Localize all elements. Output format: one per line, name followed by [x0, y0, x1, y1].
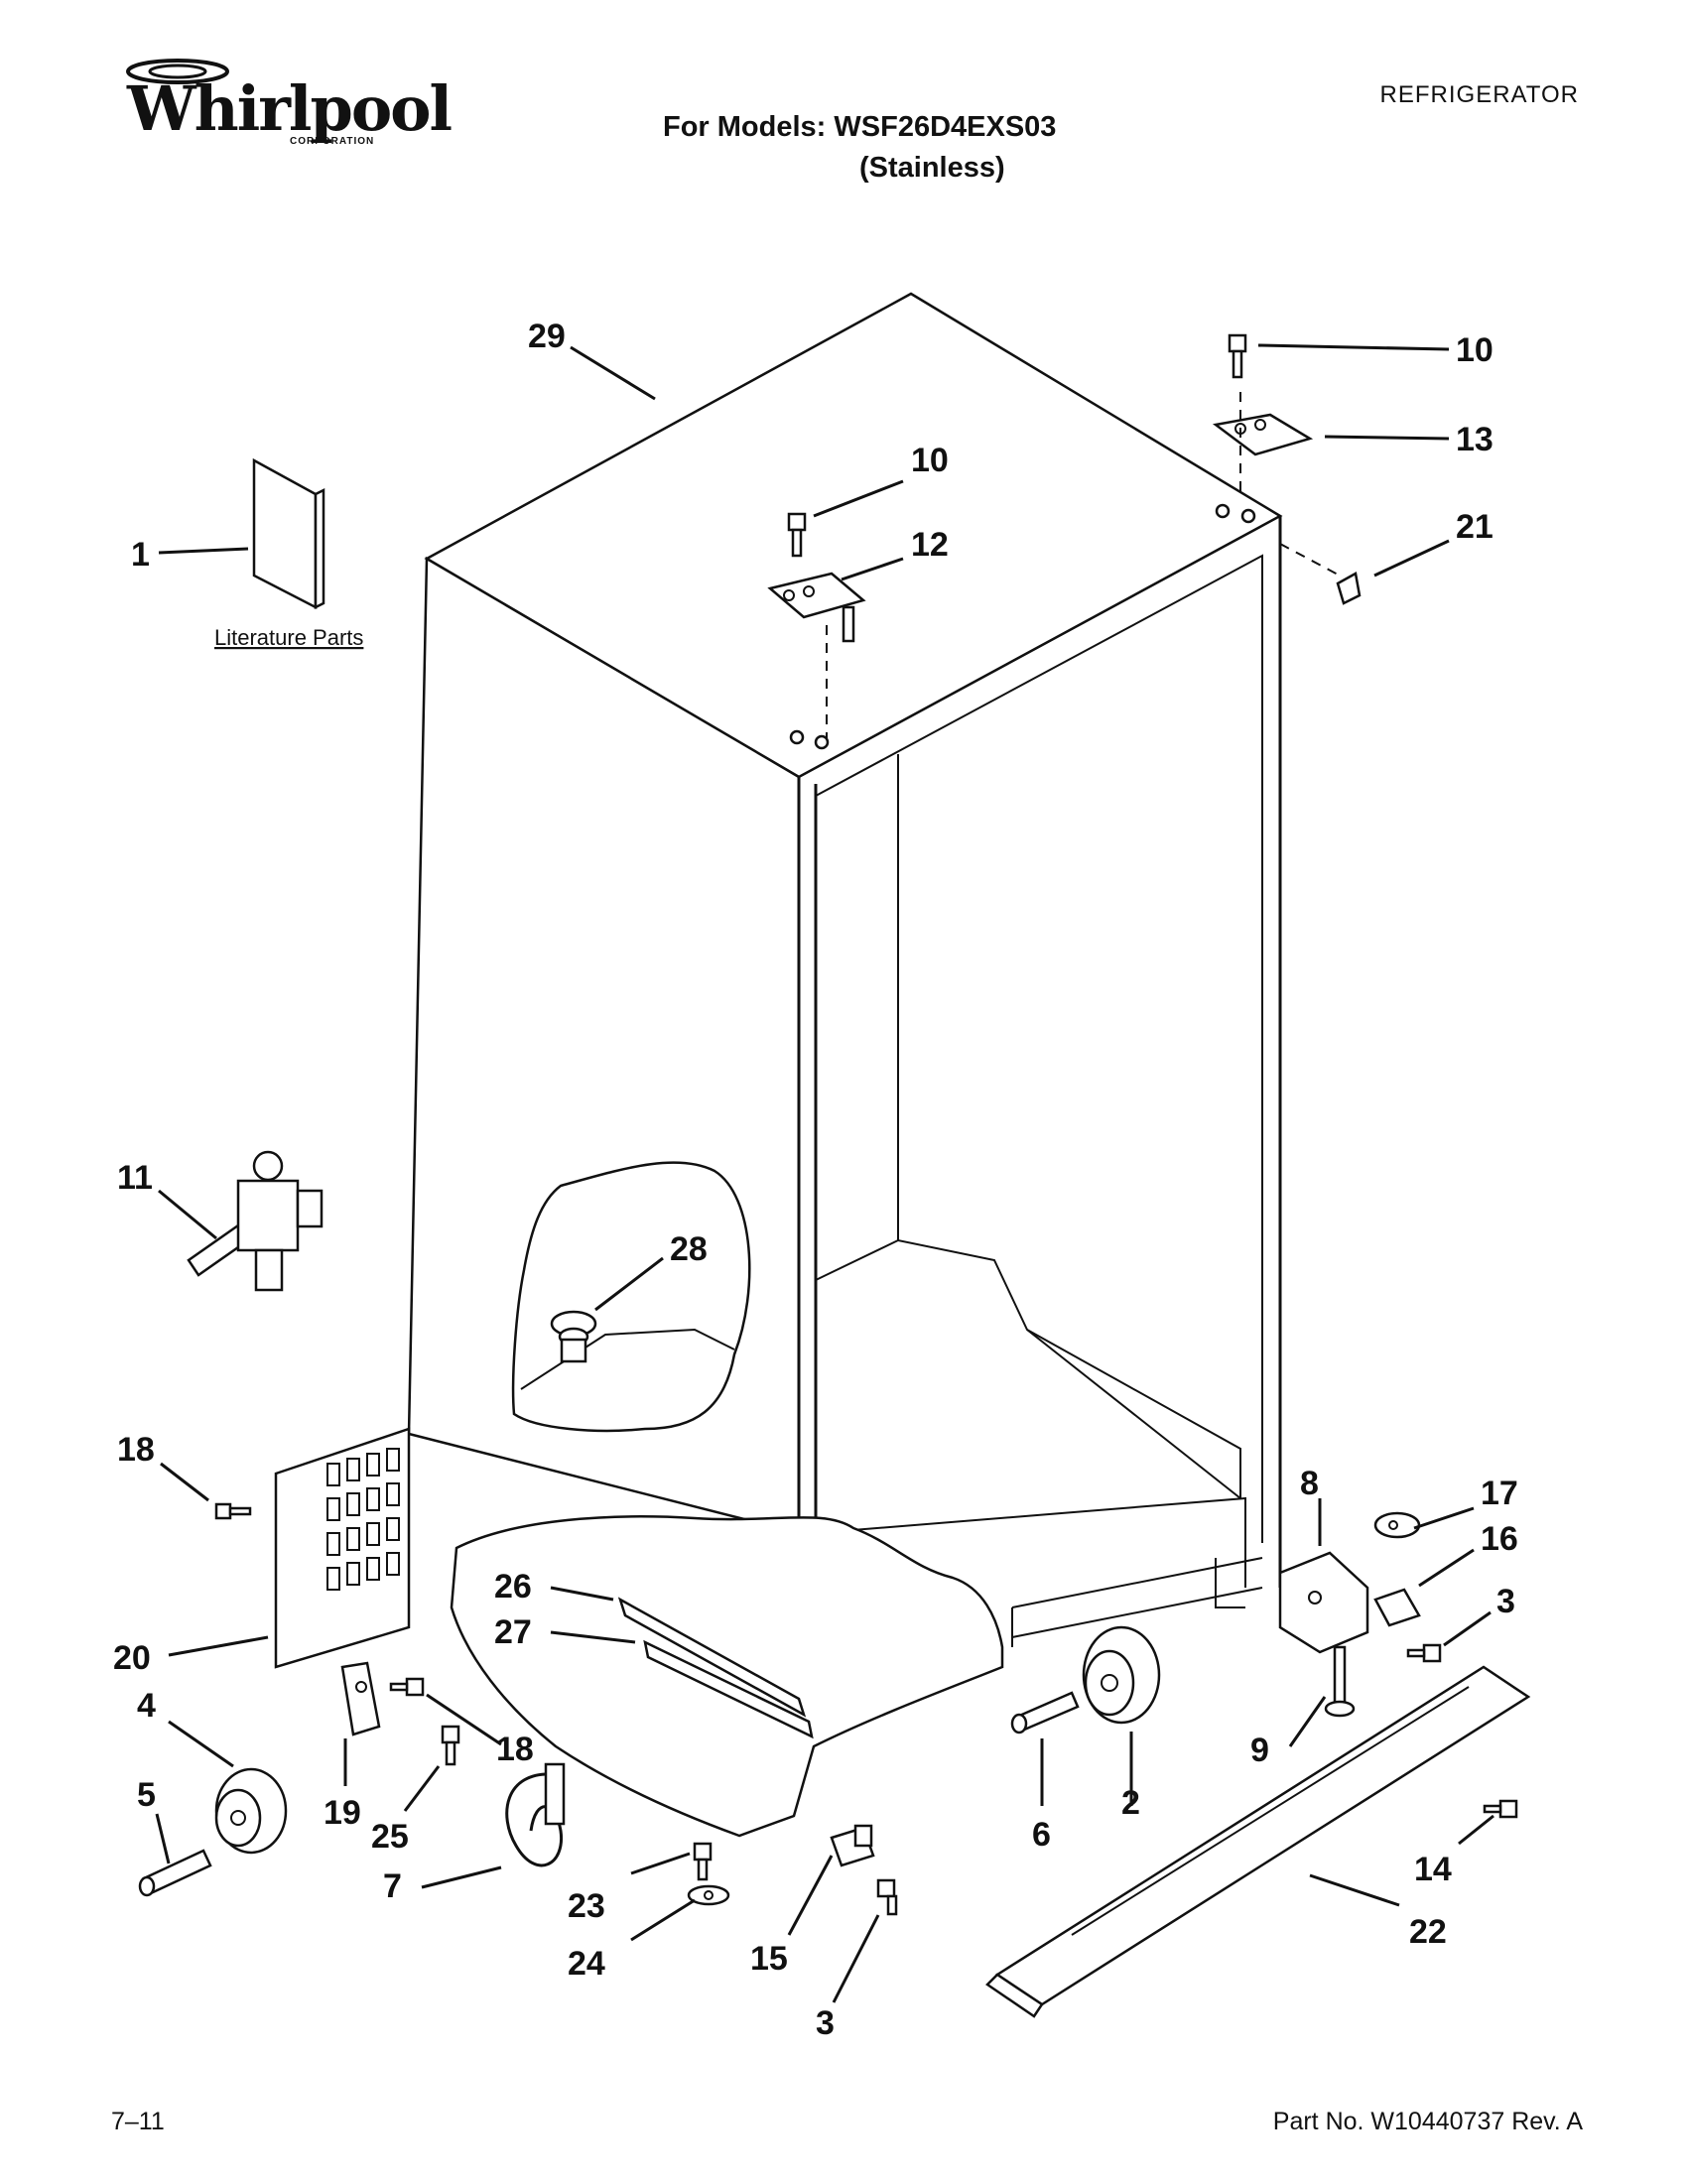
base-grille-22 — [985, 1665, 1531, 2018]
page-number: 7–11 — [111, 2108, 165, 2135]
callout-3-upper: 3 — [1496, 1583, 1515, 1620]
pin-9 — [1324, 1645, 1356, 1718]
callout-7: 7 — [383, 1867, 402, 1905]
callout-12: 12 — [911, 526, 949, 564]
callout-3-lower: 3 — [816, 2004, 835, 2042]
logo-wordmark: Whirlpool — [127, 72, 453, 145]
water-valve-icon — [187, 1150, 324, 1292]
callout-19: 19 — [324, 1794, 361, 1832]
models-title: For Models: WSF26D4EXS03 — [663, 111, 1057, 143]
roller-2-icon — [1082, 1625, 1161, 1725]
hinge-16 — [1373, 1588, 1421, 1627]
screw-3-upper — [1406, 1643, 1442, 1663]
tube-27 — [643, 1639, 814, 1739]
callout-15: 15 — [750, 1940, 788, 1978]
axle-6-icon — [1010, 1691, 1080, 1734]
roller-4-icon — [214, 1767, 288, 1855]
callout-18-lower: 18 — [496, 1731, 534, 1768]
bracket-8 — [1278, 1551, 1369, 1654]
screw-3-lower — [876, 1878, 898, 1916]
callout-8: 8 — [1300, 1465, 1319, 1502]
literature-parts-label: Literature Parts — [214, 625, 363, 650]
callout-10-center: 10 — [911, 442, 949, 479]
tube-26 — [617, 1597, 807, 1718]
callout-4: 4 — [137, 1687, 156, 1725]
callout-26: 26 — [494, 1568, 532, 1606]
screw-18-lower — [389, 1677, 425, 1697]
screw-10-top — [1228, 333, 1247, 379]
leader-lines — [155, 343, 1494, 2003]
logo-swirl-icon — [126, 59, 229, 84]
callout-25: 25 — [371, 1818, 409, 1856]
screw-14 — [1483, 1799, 1518, 1819]
back-panel-20 — [274, 1427, 411, 1669]
logo-corporation: CORPORATION — [290, 136, 375, 147]
callout-23: 23 — [568, 1887, 605, 1925]
cabinet-shell — [407, 292, 1283, 1647]
callout-5: 5 — [137, 1776, 156, 1814]
callout-10-top: 10 — [1456, 331, 1493, 369]
screw-10-center — [787, 512, 807, 558]
callout-14: 14 — [1414, 1851, 1452, 1888]
callout-21: 21 — [1456, 508, 1493, 546]
screw-25 — [441, 1725, 460, 1766]
appliance-category: REFRIGERATOR — [1379, 81, 1579, 108]
screw-18-upper — [214, 1502, 252, 1520]
axle-5-icon — [138, 1849, 212, 1897]
callout-22: 22 — [1409, 1913, 1447, 1951]
callout-20: 20 — [113, 1639, 151, 1677]
whirlpool-logo: Whirlpool CORPORATION — [119, 55, 453, 154]
clip-21 — [1279, 543, 1362, 605]
callout-18-upper: 18 — [117, 1431, 155, 1469]
washer-17 — [1373, 1511, 1421, 1539]
callout-9: 9 — [1250, 1732, 1269, 1769]
callout-28: 28 — [670, 1230, 708, 1268]
variant-title: (Stainless) — [859, 152, 1005, 184]
callout-13: 13 — [1456, 421, 1493, 458]
lower-cutaway — [450, 1515, 1004, 1838]
callout-labels: 29 10 13 1 10 12 21 11 28 18 8 17 16 3 2… — [113, 318, 1518, 2042]
screw-23 — [693, 1842, 713, 1881]
literature-parts — [252, 457, 325, 610]
part-number: Part No. W10440737 Rev. A — [1272, 2108, 1583, 2135]
callout-24: 24 — [568, 1945, 605, 1983]
callout-16: 16 — [1481, 1520, 1518, 1558]
callout-27: 27 — [494, 1613, 532, 1651]
callout-1: 1 — [131, 536, 150, 574]
callout-6: 6 — [1032, 1816, 1051, 1854]
hinge-bracket-13 — [1212, 392, 1314, 524]
cutaway-panel-28 — [511, 1161, 751, 1433]
bracket-15 — [830, 1824, 875, 1867]
drain-tube-7 — [505, 1762, 566, 1867]
callout-2: 2 — [1121, 1784, 1140, 1822]
callout-17: 17 — [1481, 1475, 1518, 1512]
leveler-24 — [687, 1884, 730, 1906]
bracket-19 — [340, 1661, 381, 1736]
callout-11: 11 — [117, 1159, 153, 1197]
drain-grommet-icon — [550, 1310, 597, 1363]
hinge-bracket-12 — [767, 572, 866, 750]
callout-29: 29 — [528, 318, 566, 355]
